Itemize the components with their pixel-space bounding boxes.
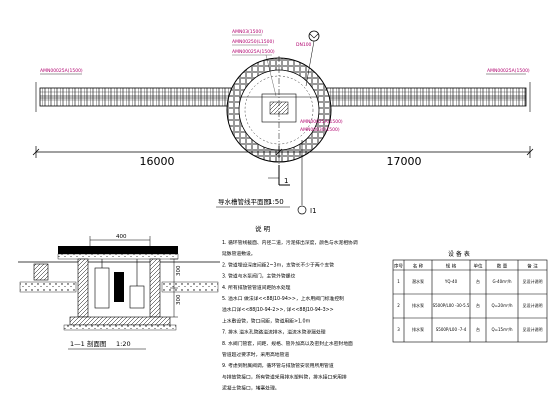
left-channel: [39, 87, 241, 107]
table-cell: 台: [476, 278, 480, 284]
note-line: 管道超过要求时，采用高地管道: [222, 351, 289, 358]
section-dim-top: 400: [116, 234, 127, 240]
table-cell: Q=15m³/h: [492, 327, 513, 332]
table-header-cell: 名 称: [413, 263, 424, 270]
table-cell: 排水泵: [412, 302, 424, 308]
table-cell: 见设计说明: [523, 278, 543, 284]
annotation-mid-2: AMN00030(1500): [300, 127, 340, 133]
annotation-center-2: AMN00250(L1500): [232, 39, 274, 45]
table-header-cell: 单位: [474, 263, 483, 270]
note-line: 9. 考虑到附属阀调，循环管与排放管安装用所用管道: [222, 362, 334, 369]
notes-block: 说 明 1. 循环管线截面、内径二道，污泥排出深度，颜色与水泥相协调 延脉管道敷…: [222, 224, 358, 392]
plan-title: 导水槽管线平面图: [218, 197, 270, 206]
note-line: 2. 管道埋设深度间距2~3m，支管长不少于两个支管: [222, 261, 334, 268]
table-cell: 见设计说明: [523, 302, 543, 308]
dimension-left-label: 16000: [140, 155, 175, 168]
dimension-line: 16000 17000: [32, 146, 534, 168]
dimension-right-label: 17000: [387, 155, 422, 168]
table-cell: 2: [397, 303, 400, 308]
note-line: 3. 管道与水泵阀门，主管外管螺纹: [222, 273, 295, 280]
plan-view: 16000 17000 1 I1 AMN00025A(1500) AMN0002…: [32, 29, 534, 215]
equipment-table: 设 备 表 序号 名 称 规 格 单位 数 量 备 注 1 潜水泵 YQ-40 台 G-40m³/h…: [392, 250, 548, 343]
table-header-cell: 数 量: [497, 263, 508, 270]
table-cell: 见设计说明: [523, 326, 543, 332]
annotation-right: AMN00025A(1500): [487, 68, 530, 74]
note-line: 溢水口详<<88J10-94-2>>, 详<<88J10-94-3>>: [222, 306, 334, 313]
table-cell: S500P/L00 -30-5.5: [433, 303, 470, 308]
section-scale: 1:20: [116, 340, 131, 348]
notes-title: 说 明: [255, 224, 271, 233]
table-header-cell: 规 格: [446, 263, 457, 270]
annotation-center-1: AMN03(1500): [232, 29, 263, 35]
note-line: 上水敷设管，管口间距，管道用距>1.0m: [222, 317, 311, 324]
note-line: 延脉管道敷设。: [222, 250, 256, 257]
table-cell: 台: [476, 302, 480, 308]
table-cell: 潜水泵: [412, 278, 424, 284]
table-cell: 1: [397, 279, 400, 284]
note-line: 1. 循环管线截面、内径二道，污泥排出深度，颜色与水泥相协调: [222, 239, 358, 246]
note-line: 8. 水阀门管套，间距、规格、管外加高以及密封止水密封地面: [222, 340, 353, 347]
table-cell: YQ-40: [444, 279, 458, 284]
table-cell: 排水泵: [412, 326, 424, 332]
table-header-cell: 序号: [394, 263, 403, 270]
section-dim-right-1: 300: [176, 265, 182, 276]
note-line: 泥凝土管接口，堵塞处理。: [222, 385, 280, 392]
note-line: 5. 溢水口 做法详<<88J10-94>>，上水用阀门标准控制: [222, 295, 344, 302]
plan-annotations: AMN00025A(1500) AMN00025A(1500) AMN03(15…: [40, 29, 530, 133]
section-title: 1—1 剖面图: [70, 339, 106, 348]
table-cell: G-40m³/h: [492, 279, 511, 284]
plan-scale: 1:50: [268, 198, 284, 206]
table-cell: S500P/L00 -7-4: [436, 327, 467, 332]
note-line: 7. 排水 溢水孔管路溢流排水，溢流水管渗漏处理: [222, 329, 326, 336]
annotation-top-right: DN100: [296, 42, 312, 48]
table-cell: 台: [476, 326, 480, 332]
section-cut-number: 1: [284, 177, 288, 185]
table-title: 设 备 表: [448, 250, 470, 258]
table-cell: Q=20m³/h: [492, 303, 513, 308]
valve-symbol: [308, 30, 320, 42]
table-header-cell: 备 注: [527, 263, 538, 270]
table-cell: 3: [397, 327, 400, 332]
outlet-label: I1: [310, 207, 317, 215]
annotation-center-3: AMN00025A(1500): [232, 49, 275, 55]
section-dim-right-2: 300: [176, 294, 182, 305]
annotation-mid-1: AMN00025A(1500): [300, 119, 343, 125]
outlet-symbol: [297, 205, 307, 215]
section-cut-marker: 1: [268, 165, 290, 186]
annotation-left: AMN00025A(1500): [40, 68, 83, 74]
right-channel: [317, 87, 527, 107]
note-line: 与排放管接口，所有管道采用排水塑料管，排水接口采用排: [222, 373, 347, 380]
section-view: 400 300 300 1—1 剖面图 1:20: [18, 234, 220, 350]
note-line: 4. 所有排放管管道间距防水处理: [222, 284, 291, 291]
